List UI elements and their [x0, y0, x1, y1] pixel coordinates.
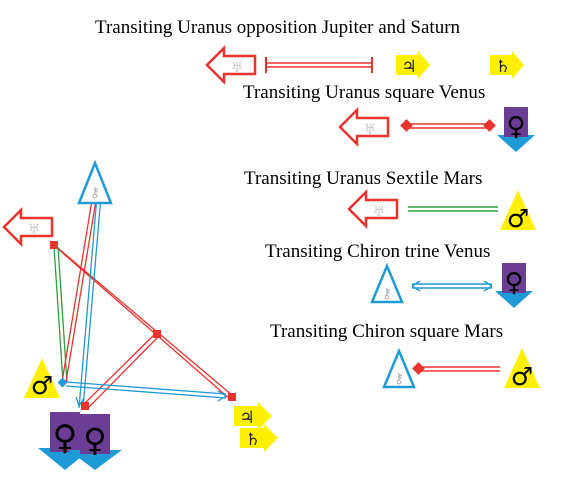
- svg-text:♄: ♄: [495, 57, 510, 77]
- venus-icon: ♀: [495, 263, 533, 308]
- svg-text:♅: ♅: [231, 60, 244, 76]
- aspect-marker: [228, 393, 236, 401]
- aspect-chart: ♅ ⚷ ♂ ♀ ♀ ♃ ♄: [2, 159, 278, 470]
- svg-text:♀: ♀: [83, 421, 106, 459]
- legend-row-chiron-square-mars: Transiting Chiron square Mars ⚷ ♂: [270, 321, 540, 391]
- venus-icon: ♀: [497, 107, 535, 152]
- uranus-icon: ♅: [338, 106, 390, 148]
- aspect-marker: [153, 330, 161, 338]
- saturn-icon: ♄: [240, 424, 278, 452]
- jupiter-icon: ♃: [396, 51, 430, 79]
- legend-row-uranus-square-venus: Transiting Uranus square Venus ♅ ♀: [243, 82, 535, 152]
- mars-icon: ♂: [24, 358, 60, 400]
- aspect-marker: [81, 402, 89, 410]
- legend-row-uranus-opposition-jupiter-saturn: Transiting Uranus opposition Jupiter and…: [95, 17, 524, 86]
- svg-text:♄: ♄: [245, 430, 260, 450]
- trine-line: [411, 280, 493, 292]
- caption-uranus-square-venus: Transiting Uranus square Venus: [243, 82, 485, 103]
- svg-text:♅: ♅: [364, 122, 377, 138]
- opposition-line: [265, 57, 373, 73]
- svg-text:⚷: ⚷: [394, 371, 404, 387]
- legend-row-chiron-trine-venus: Transiting Chiron trine Venus ⚷ ♀: [265, 241, 533, 308]
- caption-uranus-opposition: Transiting Uranus opposition Jupiter and…: [95, 17, 461, 38]
- svg-text:♂: ♂: [507, 204, 529, 233]
- svg-text:♂: ♂: [31, 371, 53, 400]
- chiron-icon: ⚷: [382, 347, 416, 389]
- chiron-icon: ⚷: [77, 159, 113, 205]
- svg-text:♃: ♃: [239, 408, 254, 428]
- venus-icon: ♀: [68, 414, 122, 470]
- uranus-icon: ♅: [2, 206, 54, 248]
- svg-text:⚷: ⚷: [90, 185, 100, 201]
- opposition-line: [52, 243, 234, 401]
- svg-text:♂: ♂: [511, 362, 533, 391]
- mars-icon: ♂: [500, 190, 536, 233]
- svg-text:♃: ♃: [401, 57, 416, 77]
- trine-line: [65, 381, 227, 402]
- saturn-icon: ♄: [490, 51, 524, 79]
- aspect-marker: [50, 241, 58, 249]
- square-line: [412, 362, 500, 375]
- mars-icon: ♂: [504, 348, 540, 391]
- square-line: [400, 119, 496, 132]
- jupiter-icon: ♃: [234, 402, 272, 430]
- square-line: [83, 331, 160, 409]
- svg-text:♅: ♅: [373, 204, 386, 220]
- uranus-icon: ♅: [347, 188, 399, 230]
- chiron-icon: ⚷: [370, 262, 404, 304]
- svg-text:♅: ♅: [28, 222, 41, 238]
- caption-uranus-sextile-mars: Transiting Uranus Sextile Mars: [244, 168, 482, 189]
- sextile-line: [408, 206, 498, 212]
- svg-text:♀: ♀: [506, 112, 525, 142]
- svg-text:♀: ♀: [504, 268, 523, 298]
- legend-row-uranus-sextile-mars: Transiting Uranus Sextile Mars ♅ ♂: [244, 168, 536, 233]
- caption-chiron-trine-venus: Transiting Chiron trine Venus: [265, 241, 490, 262]
- caption-chiron-square-mars: Transiting Chiron square Mars: [270, 321, 503, 342]
- uranus-icon: ♅: [205, 44, 257, 86]
- square-line: [61, 193, 98, 383]
- svg-text:⚷: ⚷: [382, 286, 392, 302]
